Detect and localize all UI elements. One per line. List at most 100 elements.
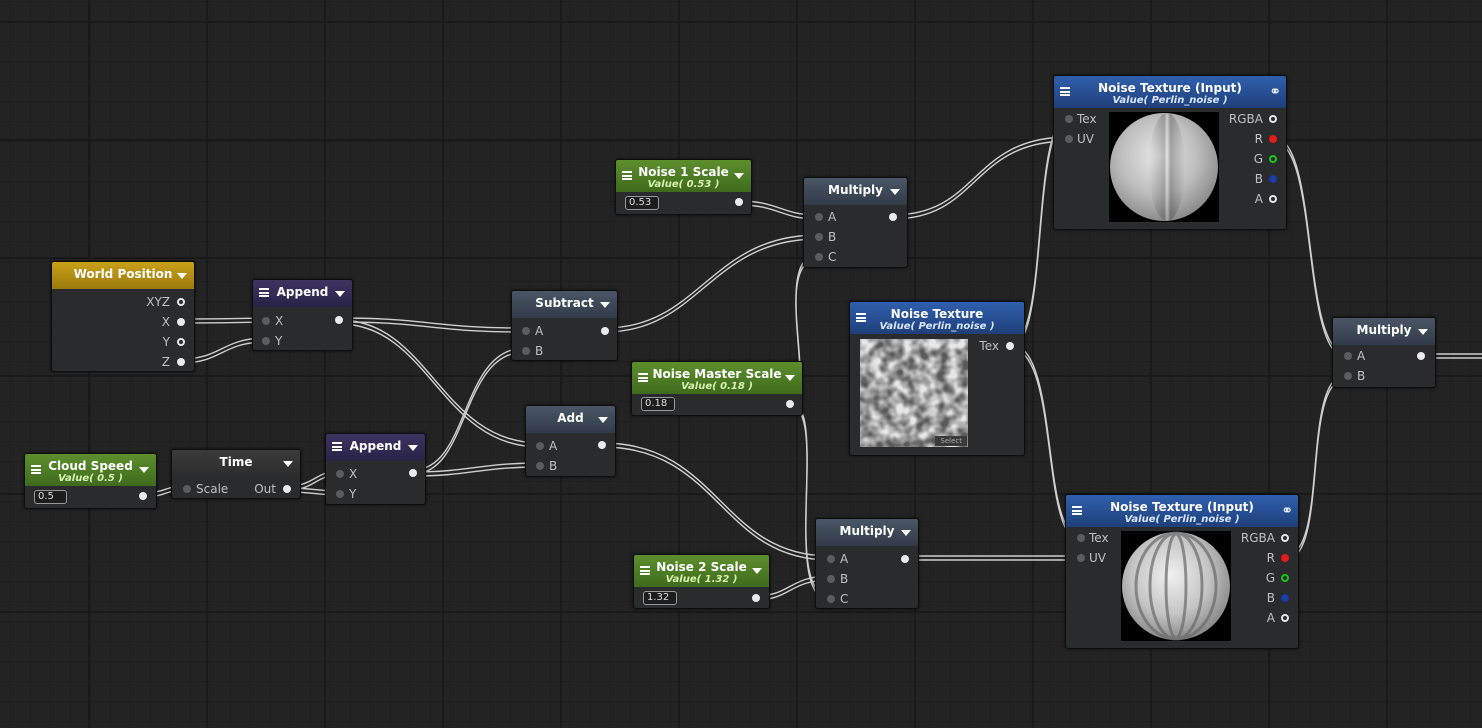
node-header[interactable]: Append [253,280,352,307]
node-header[interactable]: Noise Texture (Input)Value( Perlin_noise… [1054,76,1286,108]
node-noise-texture-input-top[interactable]: Noise Texture (Input)Value( Perlin_noise… [1053,75,1287,230]
output-pin[interactable] [601,327,609,335]
input-pin-c[interactable] [815,253,823,261]
dropdown-arrow-icon[interactable] [890,189,900,195]
output-pin-rgba[interactable] [1269,115,1277,123]
dropdown-arrow-icon[interactable] [600,302,610,308]
menu-icon[interactable] [856,313,866,322]
menu-icon[interactable] [638,373,648,382]
dropdown-arrow-icon[interactable] [408,445,418,451]
node-header[interactable]: Multiply [816,519,918,546]
node-header[interactable]: Append [326,434,425,461]
menu-icon[interactable] [622,171,632,180]
link-icon[interactable]: ⚭ [1281,503,1293,519]
node-noise-texture-input-bottom[interactable]: Noise Texture (Input)Value( Perlin_noise… [1065,494,1299,649]
output-pin-g[interactable] [1281,574,1289,582]
output-pin-b[interactable] [1281,594,1289,602]
output-pin-tex[interactable] [1006,342,1014,350]
input-pin-a[interactable] [536,442,544,450]
node-header[interactable]: World Position [52,262,194,289]
node-multiply-right[interactable]: Multiply A B [1332,317,1436,388]
output-pin-out[interactable] [283,485,291,493]
dropdown-arrow-icon[interactable] [752,568,762,574]
value-field[interactable]: 1.32 [643,591,677,605]
output-pin[interactable] [786,400,794,408]
output-pin[interactable] [735,198,743,206]
output-pin-r[interactable] [1269,135,1277,143]
node-append-2[interactable]: Append X Y [325,433,426,505]
input-pin-b[interactable] [827,575,835,583]
input-pin-a[interactable] [522,327,530,335]
input-pin-uv[interactable] [1077,554,1085,562]
menu-icon[interactable] [1072,506,1082,515]
input-pin-tex[interactable] [1065,115,1073,123]
dropdown-arrow-icon[interactable] [335,291,345,297]
output-pin-g[interactable] [1269,155,1277,163]
input-pin-a[interactable] [827,555,835,563]
node-time[interactable]: Time Scale Out [171,449,301,499]
node-append-1[interactable]: Append X Y [252,279,353,351]
noise-texture-preview[interactable] [860,339,968,447]
output-pin-a[interactable] [1281,614,1289,622]
output-pin-xyz[interactable] [177,298,185,306]
node-multiply-top[interactable]: Multiply A B C [803,177,908,268]
node-header[interactable]: Multiply [1333,318,1435,345]
output-pin-a[interactable] [1269,195,1277,203]
node-subtract[interactable]: Subtract A B [511,290,618,361]
input-pin-a[interactable] [815,213,823,221]
dropdown-arrow-icon[interactable] [139,467,149,473]
input-pin-b[interactable] [522,347,530,355]
dropdown-arrow-icon[interactable] [598,417,608,423]
input-pin-uv[interactable] [1065,135,1073,143]
dropdown-arrow-icon[interactable] [785,375,795,381]
input-pin-b[interactable] [815,233,823,241]
node-header[interactable]: Noise Texture (Input)Value( Perlin_noise… [1066,495,1298,527]
node-multiply-bottom[interactable]: Multiply A B C [815,518,919,609]
input-pin-scale[interactable] [183,485,191,493]
input-pin-y[interactable] [336,490,344,498]
input-pin-x[interactable] [336,470,344,478]
value-field[interactable]: 0.18 [641,397,675,411]
node-header[interactable]: Time [172,450,300,477]
output-pin-b[interactable] [1269,175,1277,183]
output-pin[interactable] [1417,352,1425,360]
input-pin-y[interactable] [262,337,270,345]
output-pin[interactable] [901,555,909,563]
output-pin[interactable] [409,469,417,477]
node-world-position[interactable]: World Position XYZ X Y Z [51,261,195,372]
dropdown-arrow-icon[interactable] [177,273,187,279]
menu-icon[interactable] [1060,87,1070,96]
input-pin-x[interactable] [262,317,270,325]
value-field[interactable]: 0.5 [34,490,67,504]
menu-icon[interactable] [31,465,41,474]
output-pin-z[interactable] [177,358,185,366]
output-pin[interactable] [598,441,606,449]
output-pin-r[interactable] [1281,554,1289,562]
output-pin[interactable] [752,594,760,602]
output-pin-x[interactable] [177,318,185,326]
input-pin-tex[interactable] [1077,534,1085,542]
node-header[interactable]: Add [526,406,615,433]
menu-icon[interactable] [332,442,342,451]
input-pin-a[interactable] [1344,352,1352,360]
output-pin[interactable] [889,213,897,221]
dropdown-arrow-icon[interactable] [901,530,911,536]
select-texture-button[interactable]: Select [935,436,967,446]
output-pin-y[interactable] [177,338,185,346]
menu-icon[interactable] [640,566,650,575]
input-pin-b[interactable] [1344,372,1352,380]
node-header[interactable]: Multiply [804,178,907,205]
output-pin[interactable] [139,492,147,500]
node-add[interactable]: Add A B [525,405,616,477]
input-pin-b[interactable] [536,462,544,470]
